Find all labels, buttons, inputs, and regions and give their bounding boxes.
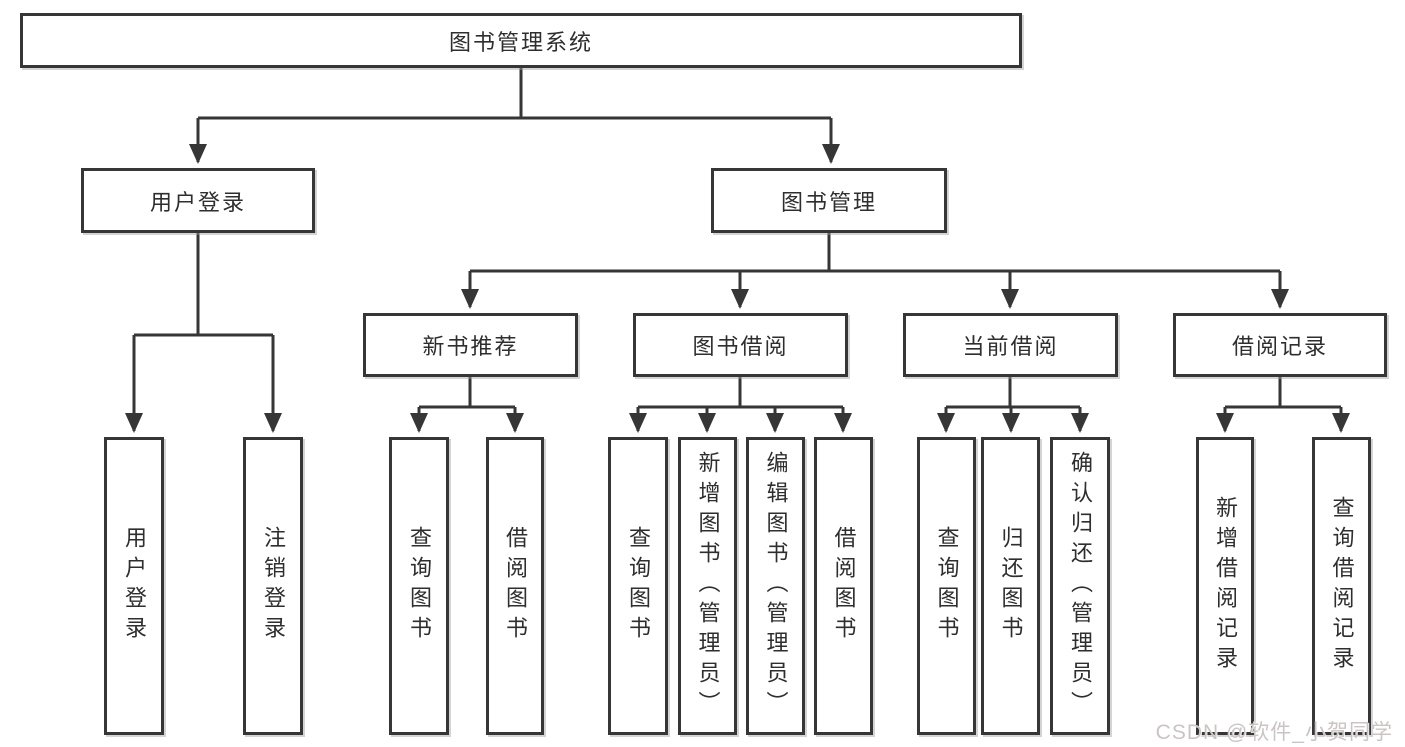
leaf-logout: 注销登录 [243, 437, 303, 735]
leaf-query-books-borrow: 查询图书 [608, 437, 668, 735]
leaf-edit-book-admin: 编辑图书（管理员） [746, 437, 805, 735]
node-user-login: 用户登录 [81, 168, 315, 233]
leaf-return-book: 归还图书 [981, 437, 1040, 735]
leaf-label: 归还图书 [998, 526, 1024, 646]
leaf-label: 查询图书 [934, 526, 960, 646]
leaf-label: 新增图书（管理员） [695, 451, 721, 721]
node-label: 图书管理系统 [448, 29, 593, 55]
node-new-book-recommend: 新书推荐 [363, 313, 578, 377]
leaf-label: 查询图书 [407, 526, 432, 646]
leaf-confirm-return-admin: 确认归还（管理员） [1050, 437, 1110, 735]
leaf-borrow-books-borrow: 借阅图书 [814, 437, 873, 735]
csdn-watermark: CSDN @软件_小贺同学 [1155, 721, 1393, 744]
leaf-query-borrow-record: 查询借阅记录 [1312, 437, 1371, 735]
node-label: 当前借阅 [962, 334, 1059, 359]
node-label: 新书推荐 [422, 334, 519, 359]
leaf-query-books-current: 查询图书 [917, 437, 976, 735]
node-label: 借阅记录 [1231, 334, 1328, 359]
node-library-management-system: 图书管理系统 [20, 13, 1022, 68]
node-book-management: 图书管理 [711, 168, 947, 233]
leaf-label: 注销登录 [261, 526, 286, 646]
leaf-label: 查询借阅记录 [1329, 496, 1355, 676]
leaf-label: 编辑图书（管理员） [763, 451, 789, 721]
leaf-query-books-recommend: 查询图书 [389, 437, 449, 735]
leaf-add-borrow-record: 新增借阅记录 [1196, 437, 1254, 735]
leaf-borrow-books-recommend: 借阅图书 [486, 437, 544, 735]
leaf-label: 新增借阅记录 [1213, 496, 1238, 676]
node-label: 图书借阅 [692, 334, 789, 359]
leaf-label: 确认归还（管理员） [1068, 451, 1093, 721]
node-current-borrow: 当前借阅 [903, 313, 1118, 377]
node-label: 用户登录 [149, 189, 246, 215]
leaf-label: 借阅图书 [503, 526, 528, 646]
leaf-user-login: 用户登录 [104, 437, 164, 735]
node-label: 图书管理 [780, 189, 877, 215]
leaf-add-book-admin: 新增图书（管理员） [678, 437, 737, 735]
node-borrow-records: 借阅记录 [1173, 313, 1387, 377]
leaf-label: 用户登录 [122, 526, 147, 646]
leaf-label: 查询图书 [626, 526, 651, 646]
leaf-label: 借阅图书 [831, 526, 857, 646]
node-book-borrow: 图书借阅 [633, 313, 848, 377]
